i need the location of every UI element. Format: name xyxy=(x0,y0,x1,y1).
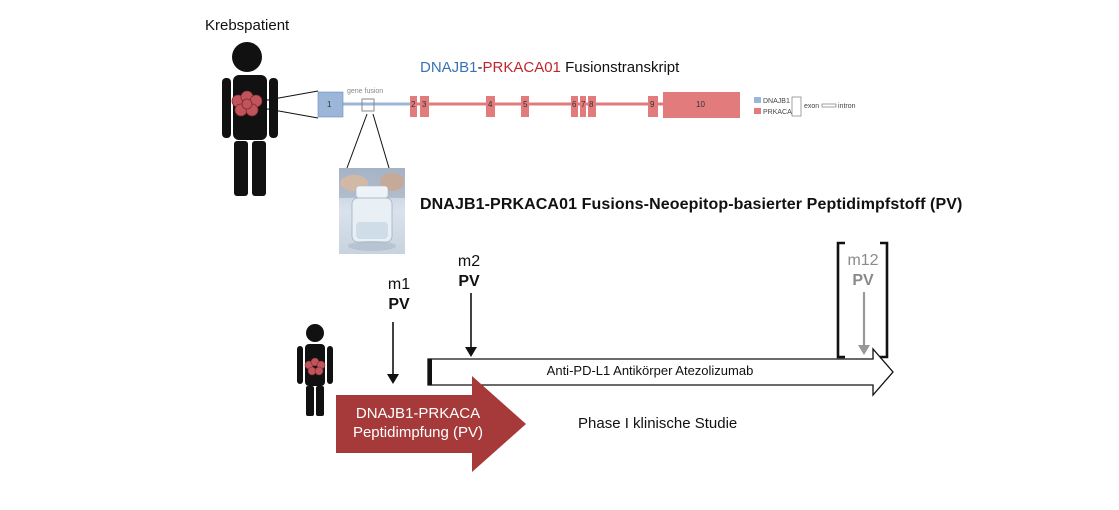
exon-9 xyxy=(648,96,658,117)
exon-number: 2 xyxy=(411,100,416,109)
exon-3 xyxy=(420,96,429,117)
gene-fusion-box xyxy=(361,98,375,112)
patient-figure-large xyxy=(222,42,278,196)
patient-figure-small xyxy=(297,324,333,416)
legend-swatch-prkaca xyxy=(754,108,761,114)
exon-number: 1 xyxy=(327,100,332,109)
legend: DNAJB1 PRKACA exon intron xyxy=(754,96,856,117)
fusion-suffix: Fusionstranskript xyxy=(565,59,680,76)
timepoint-m1: m1 PV xyxy=(379,275,419,315)
gene-separator: - xyxy=(477,59,483,76)
timepoint-month: m1 xyxy=(387,276,411,293)
peptide-label-line1: DNAJB1-PRKACA xyxy=(355,405,481,422)
legend-label-dnajb1: DNAJB1 xyxy=(763,98,790,105)
exon-number: 9 xyxy=(650,100,655,109)
exon-8 xyxy=(588,96,596,117)
atezolizumab-arrow xyxy=(427,347,894,397)
fusion-transcript: gene fusion 1 2 3 4 5 6 7 8 9 10 xyxy=(317,88,740,118)
gene-fusion-label: gene fusion xyxy=(347,88,383,95)
exon-number: 7 xyxy=(581,100,586,109)
legend-intron-line xyxy=(821,103,837,108)
exon-4 xyxy=(486,96,495,117)
exon-number: 8 xyxy=(589,100,594,109)
legend-label-prkaca: PRKACA xyxy=(763,109,792,116)
timepoint-month: m12 xyxy=(847,252,879,269)
exon-number: 10 xyxy=(696,100,705,109)
legend-label-exon: exon xyxy=(804,103,819,110)
peptide-vaccination-arrow xyxy=(336,376,526,472)
m12-bracket xyxy=(836,241,889,359)
legend-swatch-dnajb1 xyxy=(754,97,761,103)
atezolizumab-label: Anti-PD-L1 Antikörper Atezolizumab xyxy=(546,363,754,378)
peptide-vaccination-label: DNAJB1-PRKACA Peptidimpfung (PV) xyxy=(338,404,498,442)
vaccine-title: DNAJB1-PRKACA01 Fusions-Neoepitop-basier… xyxy=(420,196,963,213)
timepoint-pv: PV xyxy=(388,296,410,313)
tumor-icon xyxy=(231,90,263,117)
vaccine-vial-image xyxy=(339,168,405,254)
gene-a-label: DNAJB1 xyxy=(420,59,478,76)
m2-arrow-head xyxy=(465,347,477,357)
exon-number: 4 xyxy=(488,100,493,109)
exon-number: 6 xyxy=(572,100,577,109)
exon-5 xyxy=(521,96,529,117)
exon-number: 3 xyxy=(422,100,427,109)
exon-6 xyxy=(571,96,578,117)
exon-7 xyxy=(580,96,586,117)
timepoint-month: m2 xyxy=(457,253,481,270)
legend-label-intron: intron xyxy=(838,103,856,110)
peptide-label-line2: Peptidimpfung (PV) xyxy=(352,424,484,441)
m1-arrow-head xyxy=(387,374,399,384)
fusion-transcript-title: DNAJB1-PRKACA01 Fusionstranskript xyxy=(420,59,679,76)
exon-1 xyxy=(317,91,344,118)
timepoint-m12: m12 PV xyxy=(843,251,883,291)
exon-number: 5 xyxy=(523,100,528,109)
m12-arrow-head xyxy=(858,345,870,355)
exon-10 xyxy=(663,92,740,118)
timepoint-arrows xyxy=(387,292,870,384)
zoom-lines xyxy=(261,90,390,169)
tumor-icon xyxy=(304,357,326,376)
exon-2 xyxy=(410,96,417,117)
timepoint-m2: m2 PV xyxy=(449,252,489,292)
gene-b-label: PRKACA01 xyxy=(482,59,561,76)
timepoint-pv: PV xyxy=(458,273,480,290)
patient-label: Krebspatient xyxy=(205,17,290,34)
phase-study-label: Phase I klinische Studie xyxy=(578,415,738,432)
timepoint-pv: PV xyxy=(852,272,874,289)
legend-exon-box xyxy=(791,96,802,117)
